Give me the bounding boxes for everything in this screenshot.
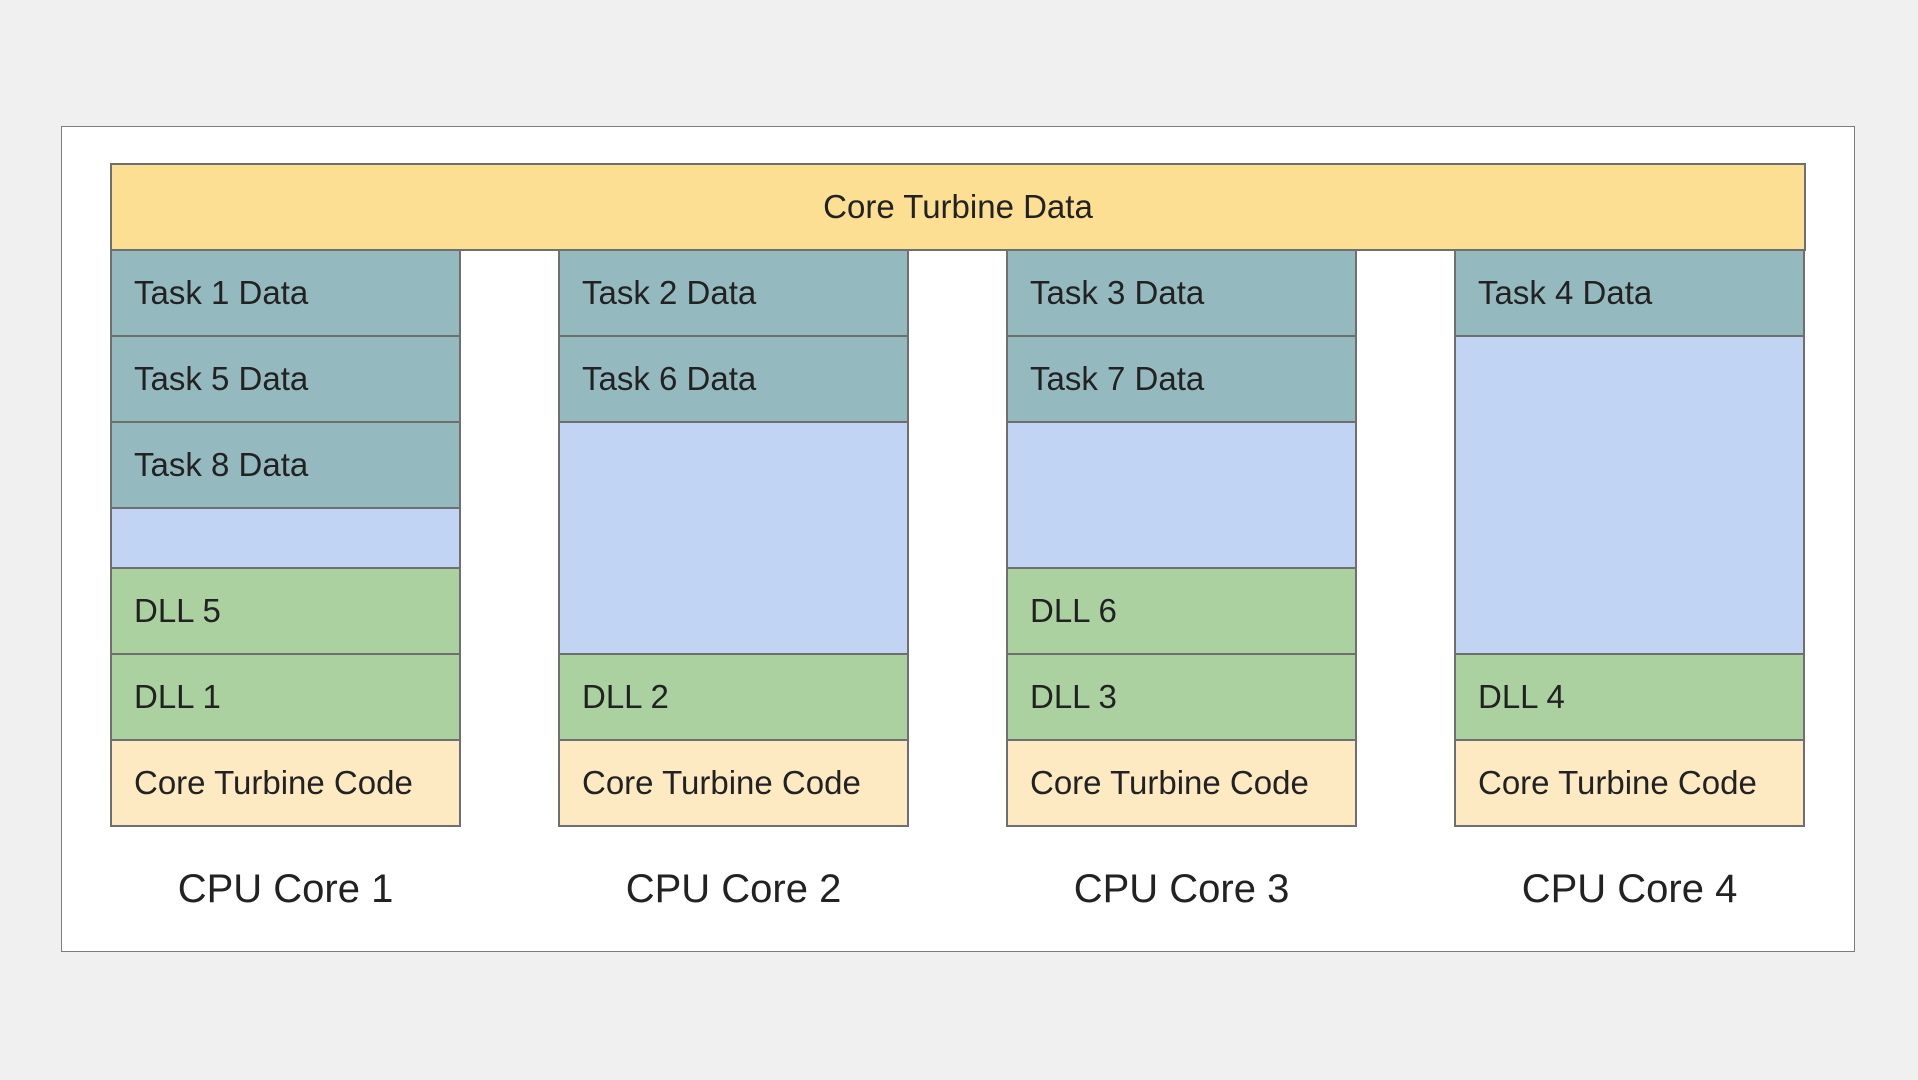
cpu-core-label: CPU Core 2 <box>625 867 842 911</box>
task-data-block: Task 2 Data <box>558 249 909 337</box>
free-space-block <box>1454 335 1805 655</box>
free-space-block <box>110 507 461 569</box>
dll-block: DLL 6 <box>1006 567 1357 655</box>
cpu-core-label: CPU Core 4 <box>1521 867 1738 911</box>
cpu-core-label: CPU Core 1 <box>177 867 394 911</box>
task-data-block: Task 6 Data <box>558 335 909 423</box>
task-data-block: Task 7 Data <box>1006 335 1357 423</box>
dll-block: DLL 3 <box>1006 653 1357 741</box>
dll-block: DLL 5 <box>110 567 461 655</box>
core-turbine-code-block: Core Turbine Code <box>1006 739 1357 827</box>
core-turbine-data-block: Core Turbine Data <box>110 163 1806 251</box>
task-data-block: Task 5 Data <box>110 335 461 423</box>
task-data-block: Task 3 Data <box>1006 249 1357 337</box>
core-turbine-code-block: Core Turbine Code <box>1454 739 1805 827</box>
free-space-block <box>1006 421 1357 569</box>
dll-block: DLL 1 <box>110 653 461 741</box>
dll-block: DLL 4 <box>1454 653 1805 741</box>
task-data-block: Task 4 Data <box>1454 249 1805 337</box>
core-turbine-code-block: Core Turbine Code <box>558 739 909 827</box>
task-data-block: Task 8 Data <box>110 421 461 509</box>
core-turbine-code-block: Core Turbine Code <box>110 739 461 827</box>
task-data-block: Task 1 Data <box>110 249 461 337</box>
free-space-block <box>558 421 909 655</box>
dll-block: DLL 2 <box>558 653 909 741</box>
cpu-core-label: CPU Core 3 <box>1073 867 1290 911</box>
